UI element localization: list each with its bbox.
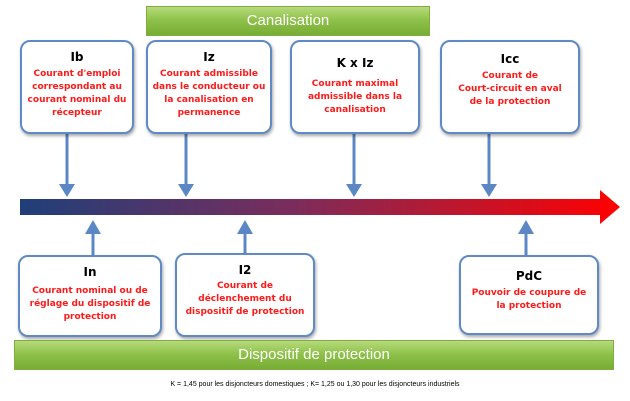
current-axis-arrow (20, 190, 620, 224)
box-icc-line-2: Court-circuit en aval (458, 84, 562, 94)
box-ib-title: Ib (70, 50, 84, 64)
box-pdc-title: PdC (515, 269, 543, 283)
box-kiz-line-1: Courant maximal (311, 79, 399, 89)
box-in-title: In (83, 265, 97, 279)
box-ib: Ib Courant d'emploi correspondant au cou… (20, 40, 134, 134)
box-pdc-line-1: Pouvoir de coupure de (471, 288, 587, 298)
box-icc-line-1: Courant de (481, 71, 539, 81)
box-in-line-3: protection (63, 312, 117, 322)
box-ib-line-2: correspondant au (32, 82, 122, 92)
footnote: K = 1,45 pour les disjoncteurs domestiqu… (170, 381, 460, 388)
box-pdc-line-2: la protection (496, 301, 562, 311)
box-i2-title: I2 (238, 263, 252, 277)
arrowhead-ib (59, 184, 75, 197)
box-icc: Icc Courant de Court-circuit en aval de … (440, 40, 580, 134)
box-iz-line-2: dans le conducteur ou (152, 82, 266, 92)
arrowhead-i2 (237, 220, 253, 234)
box-i2-line-1: Courant de (216, 281, 274, 291)
box-i2-line-2: déclenchement du (198, 294, 292, 304)
box-ib-line-1: Courant d'emploi (33, 69, 121, 79)
box-in: In Courant nominal ou de réglage du disp… (18, 255, 162, 337)
box-kiz-title: K x Iz (336, 56, 374, 70)
arrowhead-iz (178, 184, 194, 197)
arrowhead-icc (481, 184, 497, 197)
dispositif-de-protection-banner: Dispositif de protection (14, 340, 614, 370)
box-i2-line-3: dispositif de protection (185, 307, 305, 317)
box-iz-title: Iz (203, 50, 215, 64)
box-iz-line-3: la canalisation en (164, 95, 254, 105)
arrowhead-pdc (518, 220, 534, 234)
box-kiz-line-3: canalisation (324, 105, 386, 115)
box-in-line-2: réglage du dispositif de (29, 299, 151, 309)
canalisation-banner: Canalisation (146, 6, 430, 36)
box-i2: I2 Courant de déclenchement du dispositi… (175, 253, 315, 337)
box-pdc: PdC Pouvoir de coupure de la protection (459, 255, 599, 335)
box-iz-line-4: permanence (177, 108, 241, 118)
box-kiz-line-2: admissible dans la (307, 92, 403, 102)
box-in-line-1: Courant nominal ou de (32, 286, 148, 296)
box-iz-line-1: Courant admissible (160, 69, 258, 79)
arrowhead-kiz (346, 184, 362, 197)
box-ib-line-4: récepteur (52, 108, 102, 118)
box-icc-line-3: de la protection (469, 97, 551, 107)
box-icc-title: Icc (500, 52, 520, 66)
box-ib-line-3: courant nominal du (27, 95, 127, 105)
box-k-x-iz: K x Iz Courant maximal admissible dans l… (290, 40, 420, 134)
box-iz: Iz Courant admissible dans le conducteur… (146, 40, 272, 134)
arrowhead-in (85, 220, 101, 234)
